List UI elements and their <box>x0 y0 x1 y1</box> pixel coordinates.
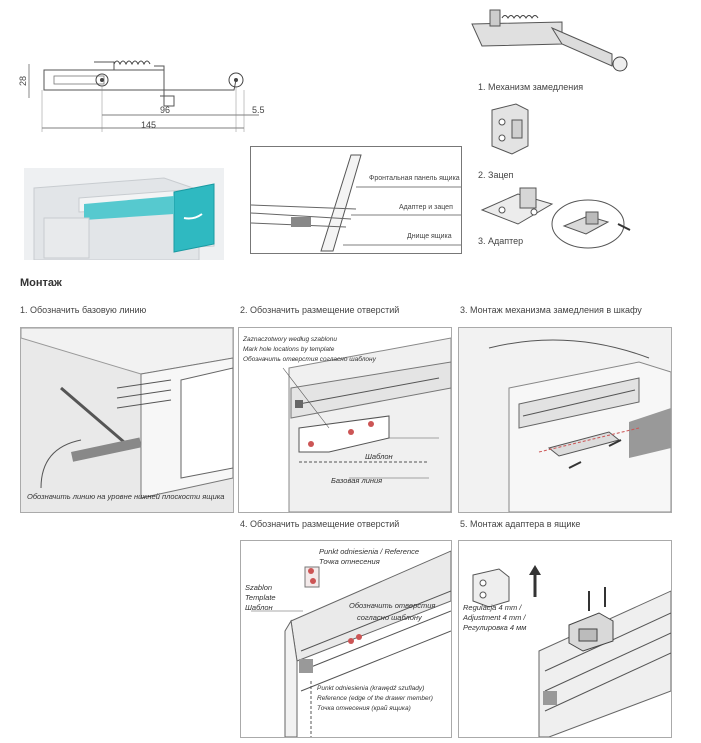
step3-panel <box>458 327 672 513</box>
label-adapter-hook: Адаптер и зацеп <box>399 204 453 211</box>
step5-panel: Regulacja 4 mm / Adjustment 4 mm / Регул… <box>458 540 672 738</box>
step2-note2: Mark hole locations by template <box>243 346 335 353</box>
part-hook <box>488 100 538 160</box>
step2-panel: Zaznaczotwory według szablonu Mark hole … <box>238 327 452 513</box>
part-label-hook: 2. Зацеп <box>478 170 514 180</box>
part-adapter <box>478 180 558 232</box>
step5-title: 5. Монтаж адаптера в ящике <box>460 519 581 529</box>
step2-label-template: Шаблон <box>365 452 393 461</box>
cabinet-illustration <box>24 168 224 260</box>
dim-96: 96 <box>160 105 171 115</box>
step4-tpl3: Шаблон <box>245 603 273 612</box>
label-drawer-bottom: Днище ящика <box>407 233 452 240</box>
step4-edge3: Точка отнесения (край ящика) <box>317 705 411 712</box>
mount-heading: Монтаж <box>20 277 62 289</box>
step2-note3: Обозначить отверстия согласно шаблону <box>243 356 376 363</box>
step4-ref1: Punkt odniesienia / Reference <box>319 547 420 556</box>
step4-tpl1: Szablon <box>245 583 273 592</box>
front-panel-view: Фронтальная панель ящика Адаптер и зацеп… <box>250 146 462 254</box>
step4-edge1: Punkt odniesienia (krawędź szuflady) <box>317 685 425 692</box>
dimension-drawing: 28 96 5.5 145 <box>14 50 274 140</box>
dim-145: 145 <box>141 120 157 130</box>
step2-label-baseline: Базовая линия <box>331 476 383 485</box>
step4-holes2: согласно шаблону <box>357 613 422 622</box>
step5-adj1: Regulacja 4 mm / <box>463 603 522 612</box>
step1-note: Обозначить линию на уровне нижней плоско… <box>27 492 225 501</box>
part-adapter-detail <box>548 194 634 252</box>
part-label-adapter: 3. Адаптер <box>478 236 524 246</box>
part-label-damper: 1. Механизм замедления <box>478 82 584 92</box>
step1-panel: Обозначить линию на уровне нижней плоско… <box>20 327 234 513</box>
label-front-panel: Фронтальная панель ящика <box>369 175 460 182</box>
step4-panel: Punkt odniesienia / Reference Точка отне… <box>240 540 452 738</box>
step5-adj3: Регулировка 4 мм <box>463 623 527 632</box>
step4-edge2: Reference (edge of the drawer member) <box>317 695 433 702</box>
step1-title: 1. Обозначить базовую линию <box>20 305 147 315</box>
step3-title: 3. Монтаж механизма замедления в шкафу <box>460 305 642 315</box>
step2-title: 2. Обозначить размещение отверстий <box>240 305 400 315</box>
step5-adj2: Adjustment 4 mm / <box>463 613 526 622</box>
step4-ref2: Точка отнесения <box>319 557 380 566</box>
part-damper <box>462 4 642 80</box>
dim-height: 28 <box>18 75 29 87</box>
step4-holes1: Обозначить отверстия <box>349 601 436 610</box>
dim-5-5: 5.5 <box>252 105 265 115</box>
step4-tpl2: Template <box>245 593 276 602</box>
step4-title: 4. Обозначить размещение отверстий <box>240 519 400 529</box>
step2-note1: Zaznaczotwory według szablonu <box>243 336 337 343</box>
